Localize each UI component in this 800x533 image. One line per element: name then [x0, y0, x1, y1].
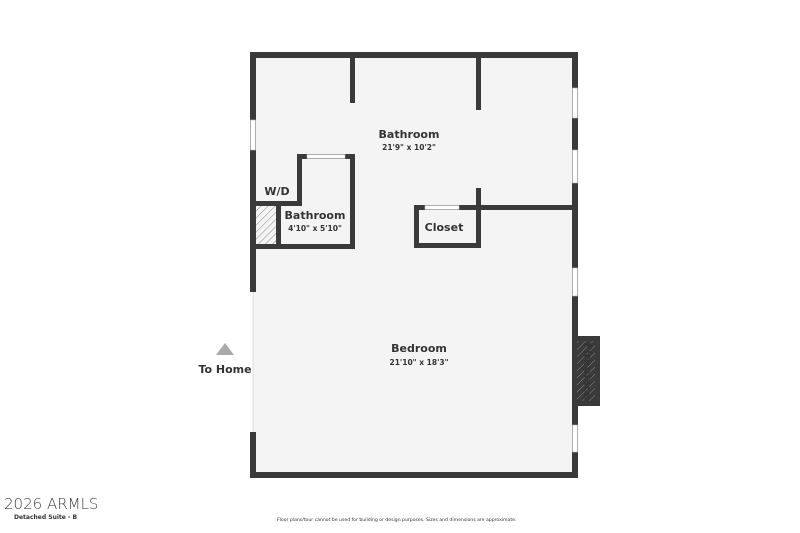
- room-name: Bathroom: [379, 128, 440, 141]
- room-name: Bedroom: [391, 342, 447, 355]
- wd-hatch: [256, 206, 276, 244]
- room-dims: 21'9" x 10'2": [382, 143, 436, 152]
- room-dims: 21'10" x 18'3": [390, 358, 449, 367]
- room-name: Closet: [425, 221, 464, 234]
- room-name: W/D: [264, 185, 289, 198]
- plan-name: Detached Suite - B: [14, 514, 78, 521]
- floor: [253, 55, 575, 475]
- room-name: Bathroom: [285, 209, 346, 222]
- watermark: 2026 ARMLS: [4, 495, 99, 513]
- entry-label: To Home: [198, 363, 251, 376]
- walls: [250, 52, 578, 478]
- fireplace-label: Fireplace: [581, 342, 594, 399]
- entry-arrow-icon: [216, 343, 234, 355]
- windows: [250, 87, 578, 453]
- disclaimer: Floor plans/tour cannot be used for buil…: [277, 518, 517, 523]
- room-dims: 4'10" x 5'10": [288, 224, 342, 233]
- fireplace: [572, 336, 600, 406]
